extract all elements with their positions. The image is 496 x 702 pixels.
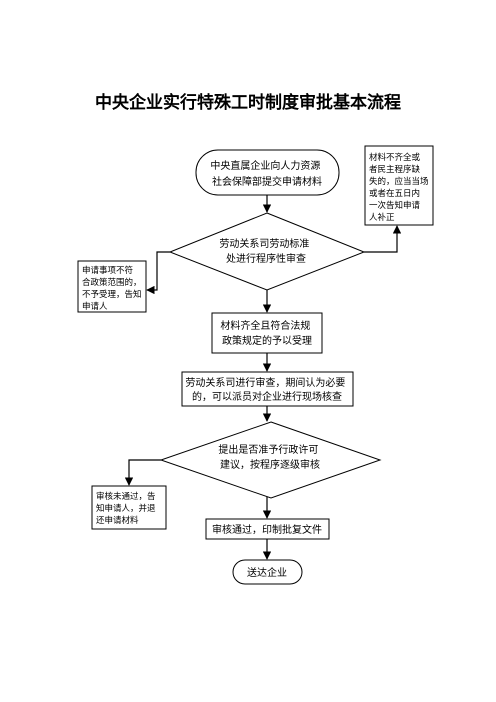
node-examine: 劳动关系司进行审查，期间认为必要 的，可以派员对企业进行现场核查 (181, 371, 354, 407)
node-submit-application: 中央直属企业向人力资源 社会保障部提交申请材料 (195, 149, 340, 196)
decision-opinion: 提出是否准予行政许可 建议，按程序逐级审核 (159, 421, 382, 499)
node-submit-text: 中央直属企业向人力资源 社会保障部提交申请材料 (210, 159, 323, 188)
decision-procedural-review-text: 劳动关系司劳动标准 处进行程序性审查 (219, 237, 312, 265)
node-deliver-text: 送达企业 (247, 566, 287, 579)
decision-procedural-review: 劳动关系司劳动标准 处进行程序性审查 (168, 212, 366, 291)
node-examine-text: 劳动关系司进行审查，期间认为必要 的，可以派员对企业进行现场核查 (185, 376, 348, 403)
edge-review-to-out-of-scope (146, 251, 170, 295)
node-out-of-scope: 申请事项不符 合政策范围的， 不予受理，告知 申请人 (77, 260, 147, 313)
node-incomplete-materials: 材料不齐全或 者民主程序缺 失的，应当当场 或者在五日内 一次告知申请 人补正 (364, 145, 434, 226)
node-approved-text: 审核通过，印制批复文件 (212, 523, 322, 536)
edge-opinion-to-rejected (124, 459, 161, 486)
node-rejected-text: 审核未通过，告 知申请人，并退 还申请材料 (96, 491, 158, 526)
node-incomplete-text: 材料不齐全或 者民主程序缺 失的，应当当场 或者在五日内 一次告知申请 人补正 (369, 152, 431, 223)
node-accept-text: 材料齐全且符合法规 政策规定的予以受理 (220, 319, 313, 347)
node-rejected: 审核未通过，告 知申请人，并退 还申请材料 (91, 485, 167, 530)
page-title: 中央企业实行特殊工时制度审批基本流程 (95, 92, 401, 113)
node-out-of-scope-text: 申请事项不符 合政策范围的， 不予受理，告知 申请人 (82, 265, 144, 312)
decision-opinion-text: 提出是否准予行政许可 建议，按程序逐级审核 (218, 443, 321, 471)
node-accept: 材料齐全且符合法规 政策规定的予以受理 (211, 312, 323, 354)
edge-review-to-incomplete (364, 225, 402, 253)
node-deliver: 送达企业 (232, 559, 303, 585)
node-approved: 审核通过，印制批复文件 (205, 518, 330, 540)
